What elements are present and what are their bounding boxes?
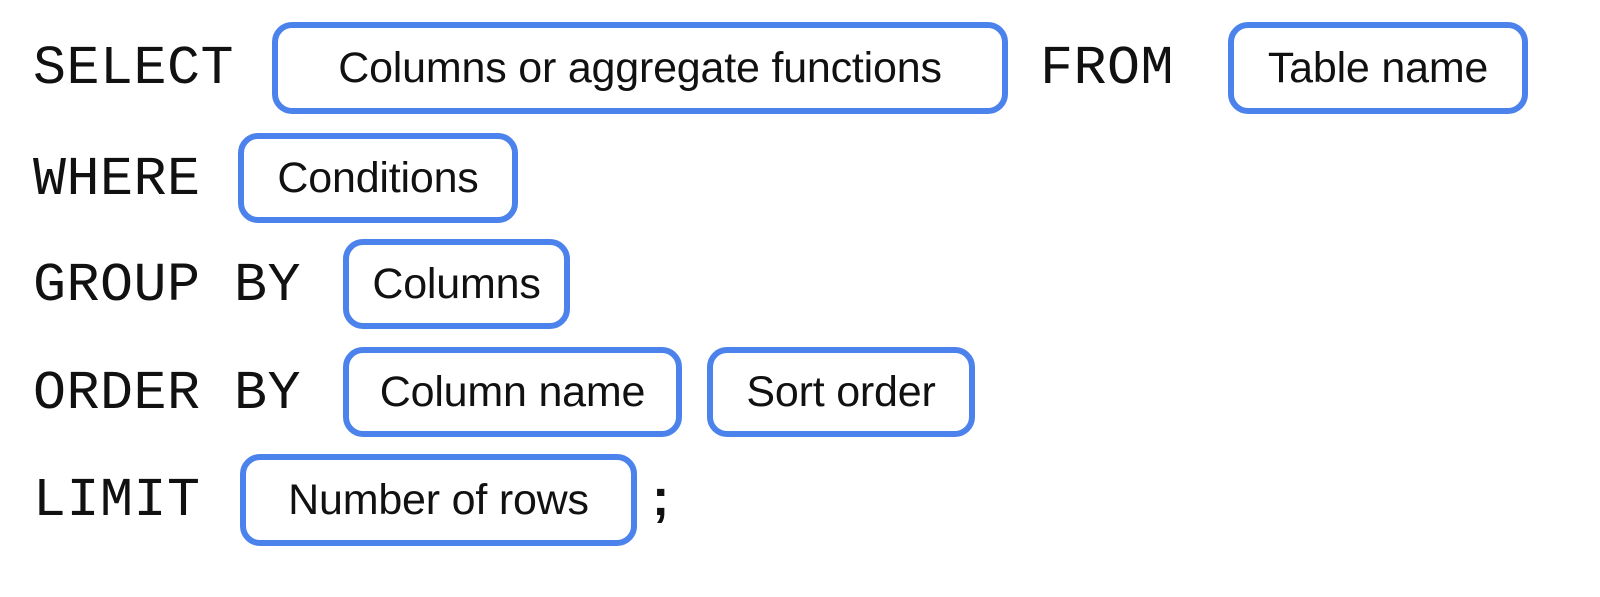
slot-columns-or-aggregate-functions[interactable]: Columns or aggregate functions [272,22,1008,114]
keyword-where: WHERE [33,148,201,211]
slot-table-name[interactable]: Table name [1228,22,1528,114]
slot-group-by-columns[interactable]: Columns [343,239,570,329]
slot-sort-order[interactable]: Sort order [707,347,975,437]
keyword-from: FROM [1040,37,1175,100]
statement-terminator-semicolon: ; [652,469,670,527]
slot-order-by-column-name[interactable]: Column name [343,347,682,437]
keyword-select: SELECT [33,37,235,100]
keyword-limit: LIMIT [33,469,201,532]
slot-conditions-label: Conditions [277,153,479,202]
slot-conditions[interactable]: Conditions [238,133,518,223]
slot-number-of-rows[interactable]: Number of rows [240,454,637,546]
slot-order-by-column-name-label: Column name [379,367,646,416]
slot-group-by-columns-label: Columns [372,259,541,308]
keyword-order-by: ORDER BY [33,362,302,425]
slot-number-of-rows-label: Number of rows [288,475,589,524]
keyword-group-by: GROUP BY [33,254,302,317]
slot-table-name-label: Table name [1267,43,1489,92]
slot-columns-or-aggregate-functions-label: Columns or aggregate functions [338,43,942,92]
slot-sort-order-label: Sort order [746,367,936,416]
